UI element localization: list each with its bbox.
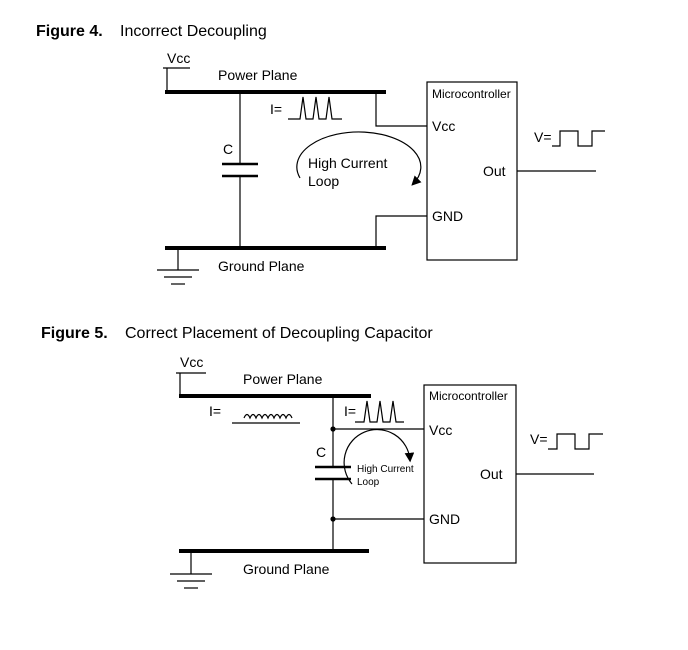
current-pulse-waveform [355,400,404,423]
gnd-wire [375,215,427,248]
figure-4-title: Incorrect Decoupling [120,23,267,40]
capacitor-label: C [316,444,326,460]
capacitor [222,92,258,248]
loop-label-line1: High Current [357,464,414,475]
ground-plane-label: Ground Plane [243,561,330,577]
current-label: I= [270,101,282,117]
current-label-left: I= [209,403,221,419]
microcontroller-box [423,384,517,564]
mcu-pin-out: Out [480,466,503,482]
loop-label-line2: Loop [357,477,380,488]
voltage-label: V= [534,129,552,145]
figure-5-title: Correct Placement of Decoupling Capacito… [125,325,433,342]
loop-label-line1: High Current [308,155,387,171]
voltage-square-waveform [552,130,605,147]
current-pulse-waveform [288,96,342,120]
figure-4: Figure 4. Incorrect Decoupling Vcc Power… [36,23,605,285]
mcu-pin-gnd: GND [429,511,460,527]
capacitor [315,396,351,551]
figure-4-number: Figure 4. [36,23,103,40]
current-ripple-waveform [243,413,293,420]
mcu-pin-vcc: Vcc [429,422,452,438]
voltage-label: V= [530,431,548,447]
power-plane-label: Power Plane [243,371,323,387]
loop-label-line2: Loop [308,173,339,189]
capacitor-label: C [223,141,233,157]
microcontroller-box [426,81,518,261]
current-label-right: I= [344,403,356,419]
microcontroller-label: Microcontroller [429,389,508,403]
figure-5: Figure 5. Correct Placement of Decouplin… [41,325,603,589]
mcu-pin-out: Out [483,163,506,179]
microcontroller-label: Microcontroller [432,87,511,101]
vcc-supply-symbol [163,67,190,92]
mcu-pin-vcc: Vcc [432,118,455,134]
voltage-square-waveform [548,433,603,450]
mcu-pin-gnd: GND [432,208,463,224]
ground-symbol [157,248,199,285]
power-plane-label: Power Plane [218,67,298,83]
ground-symbol [170,551,212,589]
vcc-supply-symbol [176,372,206,396]
current-loop: High Current Loop [296,131,422,189]
figure-5-number: Figure 5. [41,325,108,342]
current-loop: High Current Loop [343,429,415,488]
vcc-wire [375,92,427,127]
vcc-label: Vcc [180,354,203,370]
vcc-label: Vcc [167,50,190,66]
ground-plane-label: Ground Plane [218,258,305,274]
